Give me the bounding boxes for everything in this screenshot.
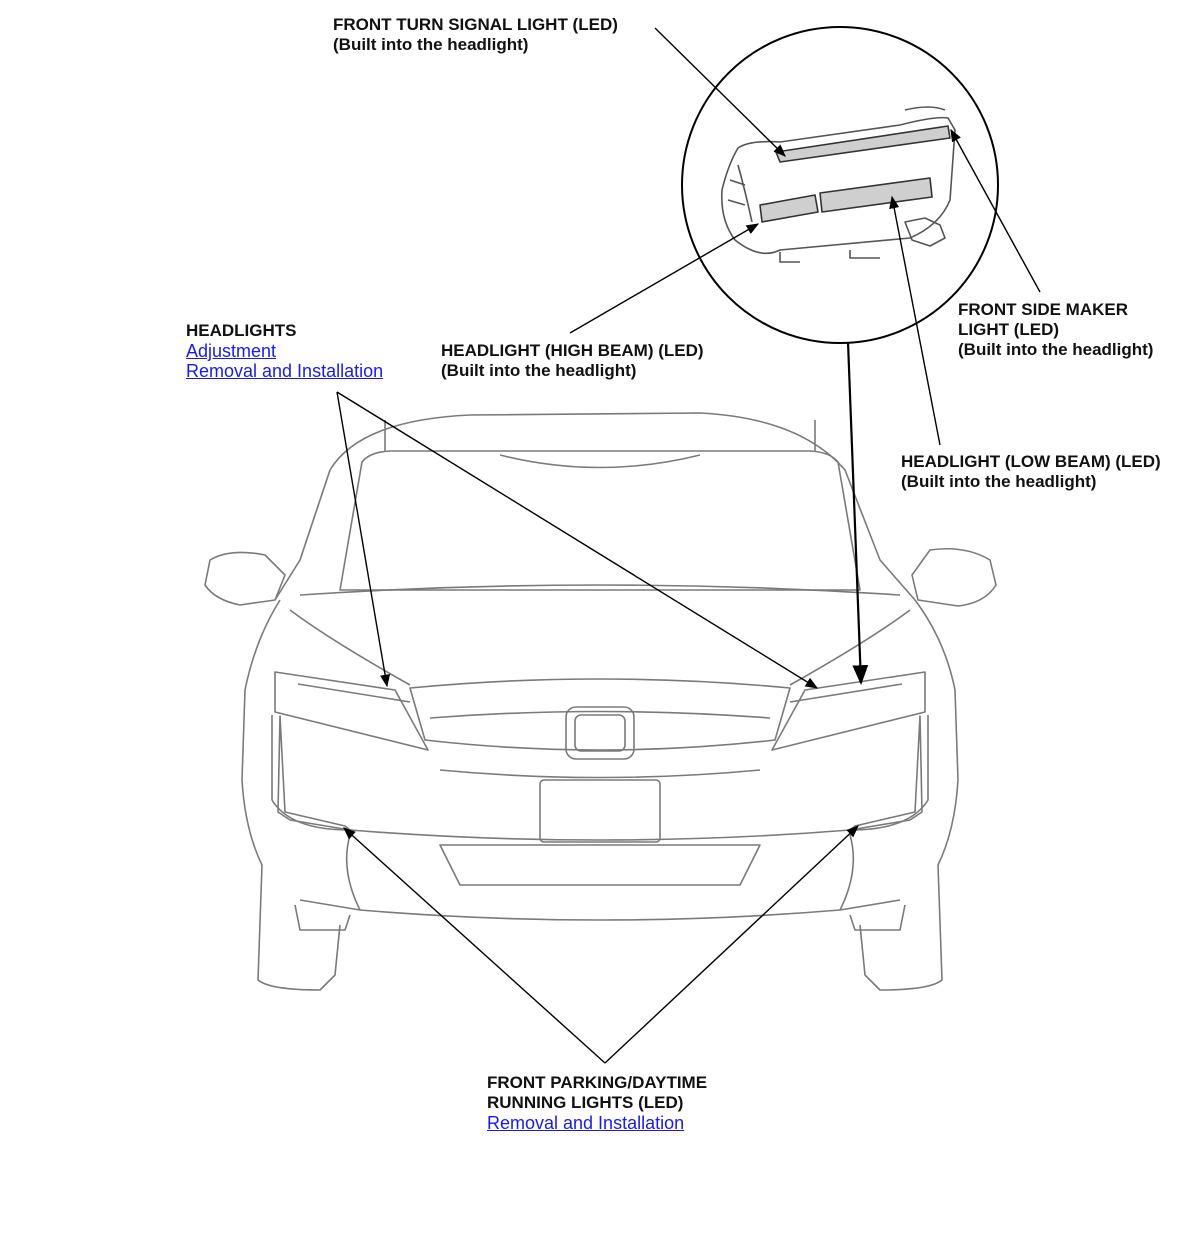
headlights-adjustment-link[interactable]: Adjustment — [186, 341, 277, 361]
parking-removal-link[interactable]: Removal and Installation — [487, 1113, 685, 1133]
leader-high-beam — [569, 223, 760, 334]
leader-circle-to-car — [846, 341, 869, 685]
high-beam-sub: (Built into the headlight) — [441, 361, 637, 380]
turn-signal-title: FRONT TURN SIGNAL LIGHT (LED) — [333, 15, 618, 34]
leader-lines — [336, 27, 1041, 1064]
emblem — [565, 706, 635, 760]
leader-parking-right — [604, 825, 859, 1064]
leader-parking-left — [343, 827, 606, 1064]
callout-low-beam: HEADLIGHT (LOW BEAM) (LED) (Built into t… — [901, 452, 1161, 492]
left-headlight — [274, 671, 429, 751]
headlights-title: HEADLIGHTS — [186, 321, 297, 340]
detail-circle — [681, 26, 999, 344]
left-mirror — [204, 551, 286, 606]
callout-turn-signal: FRONT TURN SIGNAL LIGHT (LED) (Built int… — [333, 15, 618, 55]
headlights-removal-link[interactable]: Removal and Installation — [186, 361, 384, 381]
headlight-detail — [720, 106, 956, 263]
parking-title-2: RUNNING LIGHTS (LED) — [487, 1093, 684, 1112]
side-marker-sub: (Built into the headlight) — [958, 340, 1154, 359]
right-mirror — [911, 547, 997, 607]
right-headlight — [771, 671, 926, 751]
callout-headlights: HEADLIGHTS Adjustment Removal and Instal… — [186, 321, 383, 381]
leader-side-marker — [950, 128, 1041, 293]
leader-headlight-right — [336, 391, 819, 689]
callout-high-beam: HEADLIGHT (HIGH BEAM) (LED) (Built into … — [441, 341, 704, 381]
low-beam-sub: (Built into the headlight) — [901, 472, 1097, 491]
leader-turn-signal — [654, 27, 786, 157]
side-marker-title-1: FRONT SIDE MAKER — [958, 300, 1128, 319]
turn-signal-sub: (Built into the headlight) — [333, 35, 529, 54]
parking-title-1: FRONT PARKING/DAYTIME — [487, 1073, 708, 1092]
side-marker-title-2: LIGHT (LED) — [958, 320, 1060, 339]
leader-headlight-left — [336, 391, 391, 688]
leader-low-beam — [889, 195, 941, 446]
car-front-view — [204, 412, 997, 991]
high-beam-title: HEADLIGHT (HIGH BEAM) (LED) — [441, 341, 704, 360]
callout-parking-lights: FRONT PARKING/DAYTIME RUNNING LIGHTS (LE… — [487, 1073, 707, 1133]
callout-side-marker: FRONT SIDE MAKER LIGHT (LED) (Built into… — [958, 300, 1153, 360]
low-beam-title: HEADLIGHT (LOW BEAM) (LED) — [901, 452, 1161, 471]
windshield — [339, 450, 861, 591]
license-plate — [539, 779, 661, 843]
